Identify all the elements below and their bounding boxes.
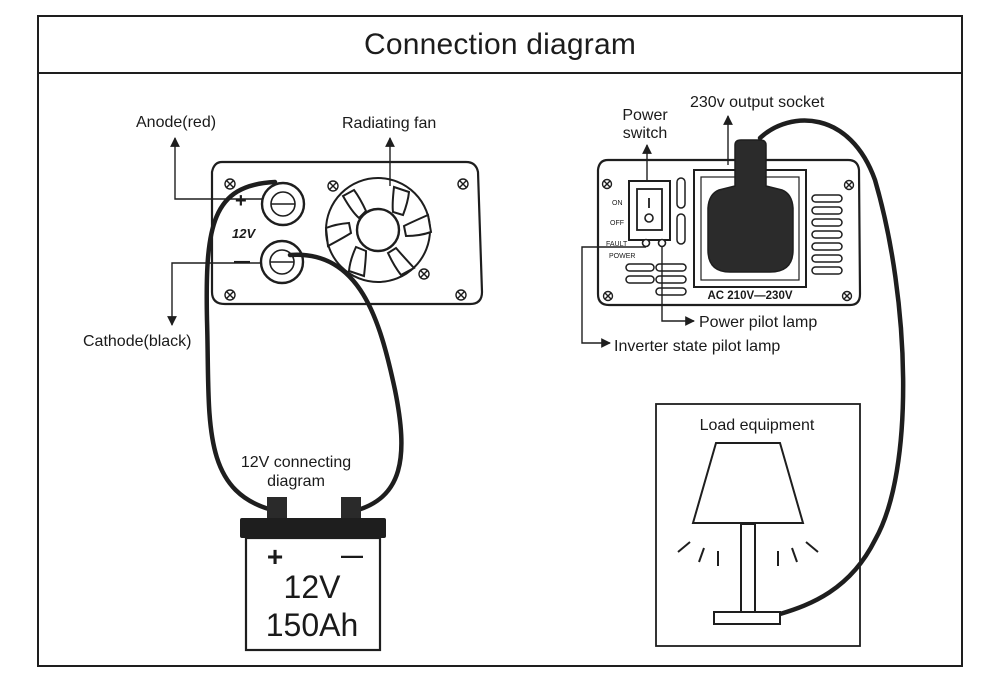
battery-voltage: 12V <box>284 569 342 605</box>
leader-lines-left <box>167 137 395 326</box>
load-equipment-box: Load equipment <box>655 403 861 647</box>
inverter-state-pilot-lamp-label: Inverter state pilot lamp <box>614 338 780 355</box>
lamp-icon <box>677 442 819 625</box>
panel-minus-sign: — <box>234 253 250 270</box>
fault-label: FAULT <box>606 241 628 248</box>
battery-top-strip <box>240 518 386 538</box>
battery-capacity: 150Ah <box>266 607 359 643</box>
positive-terminal <box>260 181 306 227</box>
fan-icon <box>324 177 433 283</box>
title-bar: Connection diagram <box>39 17 961 74</box>
battery: 12V connecting diagram + — 12V 150Ah <box>240 454 386 652</box>
fault-led <box>641 238 651 248</box>
panel-12v-label: 12V <box>232 226 256 241</box>
battery-negative-post <box>341 497 361 519</box>
switch-on-label: ON <box>612 200 623 207</box>
power-led <box>657 238 667 248</box>
power-label: POWER <box>609 253 635 260</box>
ac-panel-screws <box>601 178 855 302</box>
load-cable <box>757 118 906 617</box>
output-socket-label: 230v output socket <box>690 94 825 111</box>
radiating-fan-label: Radiating fan <box>342 115 436 132</box>
cathode-label: Cathode(black) <box>83 333 192 350</box>
battery-body <box>244 536 382 652</box>
battery-cables <box>204 179 404 515</box>
battery-positive-post <box>267 497 287 519</box>
power-switch-label-line1: Power <box>622 107 668 124</box>
power-switch-label-line2: switch <box>623 125 667 142</box>
ac-rating-label: AC 210V—230V <box>707 290 792 302</box>
ac-vents-right <box>811 194 843 275</box>
battery-plus-sign: + <box>267 541 283 572</box>
power-switch <box>628 180 671 241</box>
dc-panel: + 12V — <box>210 160 484 306</box>
load-equipment-label: Load equipment <box>700 417 815 434</box>
panel-screws <box>224 178 469 301</box>
switch-off-label: OFF <box>610 220 624 227</box>
anode-label: Anode(red) <box>136 114 216 131</box>
page-title: Connection diagram <box>363 27 637 61</box>
diagram-frame: Connection diagram <box>37 15 963 667</box>
ac-vents-left <box>625 177 687 296</box>
leader-lines-right <box>581 115 733 348</box>
battery-caption-line1: 12V connecting <box>241 454 351 471</box>
panel-plus-sign: + <box>235 190 247 212</box>
battery-caption-line2: diagram <box>267 473 325 490</box>
battery-minus-sign: — <box>341 543 363 568</box>
negative-terminal <box>259 239 305 285</box>
power-pilot-lamp-label: Power pilot lamp <box>699 314 817 331</box>
